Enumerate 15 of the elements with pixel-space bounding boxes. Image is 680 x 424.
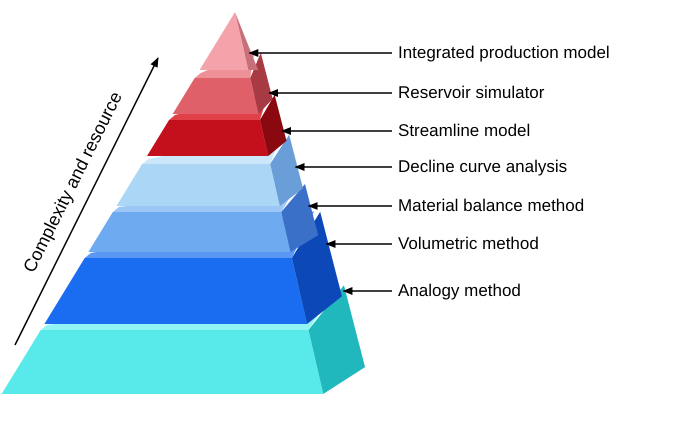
- arrow: [280, 127, 392, 135]
- tier-label: Analogy method: [398, 281, 521, 301]
- tier-label: Material balance method: [398, 196, 584, 216]
- arrow: [248, 49, 392, 57]
- arrow: [325, 240, 392, 248]
- tier-label: Reservoir simulator: [398, 83, 544, 103]
- tier-label: Volumetric method: [398, 234, 539, 254]
- tier-label: Streamline model: [398, 121, 530, 141]
- arrow: [308, 202, 392, 210]
- tier-label: Decline curve analysis: [398, 157, 568, 177]
- tier-label: Integrated production model: [398, 43, 610, 63]
- arrow: [294, 163, 392, 171]
- pyramid-tier: [200, 12, 258, 70]
- arrow: [342, 287, 392, 295]
- arrow: [268, 89, 392, 97]
